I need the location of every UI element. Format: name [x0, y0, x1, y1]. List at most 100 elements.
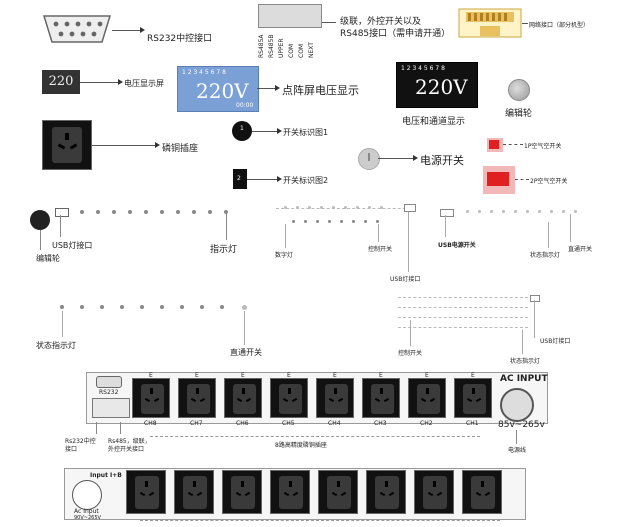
rear-terminal: [92, 398, 130, 418]
usb-light-port3-label: USB灯接口: [540, 338, 571, 345]
channel-lcd: 1 2 3 4 5 6 7 8 220V: [396, 62, 478, 108]
bottom-ac-connector: [72, 480, 102, 510]
control-switch2-label: 控制开关: [398, 350, 423, 357]
encoder-wheel-icon: [508, 79, 530, 101]
switch-icon1-label: 开关标识图1: [283, 128, 329, 137]
rear-outlet: [454, 378, 492, 418]
terminal-block: [258, 4, 322, 28]
small-voltage-lcd: 220: [42, 70, 80, 94]
earth-mark: E: [425, 372, 429, 379]
earth-mark: E: [241, 372, 245, 379]
terminal-pin: RS485A: [258, 34, 265, 58]
encoder-wheel-label: 编辑轮: [505, 109, 533, 119]
channel-label: CH4: [328, 420, 341, 427]
eight-channel-label: 8路高精度磷铜插座: [275, 442, 327, 449]
strip5-dots: [398, 295, 528, 335]
bottom-outlet: [222, 470, 262, 514]
rs232-ctrl-label: Rs232中控: [65, 438, 96, 445]
switch-icon-2: 2: [233, 169, 247, 189]
voltage-display-label: 电压显示屏: [124, 79, 164, 88]
usb-port-box: [55, 208, 69, 217]
strip3-dots: [466, 210, 586, 214]
channel-label: CH1: [466, 420, 479, 427]
ac-input-connector: [500, 388, 534, 422]
bottom-outlet: [366, 470, 406, 514]
rear-outlet: [270, 378, 308, 418]
rs485-label-line1: Rs485，级联，: [108, 438, 151, 445]
terminal-pin: NEXT: [308, 42, 315, 58]
network-port-label: 网络接口（部分机型）: [529, 22, 590, 29]
rs485-label-line2: 外控开关接口: [108, 446, 145, 453]
switch-icon2-label: 开关标识图2: [283, 176, 329, 185]
ac-range-label: 85v~265v: [498, 420, 545, 430]
ac-input-label: AC INPUT: [500, 374, 548, 384]
usb-port-box2: [404, 204, 416, 212]
rs232-tag: RS232: [99, 389, 119, 396]
earth-mark: E: [287, 372, 291, 379]
status-indicator-label: 状态指示灯: [530, 252, 561, 259]
direct-switch2-label: 直通开关: [230, 348, 262, 357]
strip1-dots: [80, 210, 240, 216]
dot-matrix-value: 220V: [196, 79, 249, 103]
power-switch-label: 电源开关: [420, 154, 464, 167]
channel-label: CH3: [374, 420, 387, 427]
db9-connector-icon: [42, 14, 112, 44]
earth-mark: E: [379, 372, 383, 379]
ac-input-small: Ac Input: [74, 508, 99, 515]
terminal-pin: RS485B: [268, 34, 275, 58]
voltage-channel-label: 电压和通道显示: [402, 117, 466, 127]
cascade-label-line1: 级联，外控开关以及: [340, 17, 422, 27]
rs232-ctrl-label2: 接口: [65, 446, 78, 453]
terminal-pin: UPPER: [278, 38, 285, 58]
bottom-outlet: [318, 470, 358, 514]
cascade-label-line2: RS485接口（需申请开通）: [340, 29, 451, 39]
ac-input-small2: 90V~265V: [74, 515, 101, 521]
channel-lcd-value: 220V: [415, 75, 468, 99]
strip4-dots: [60, 305, 250, 311]
lcd-sub: 00:00: [236, 102, 254, 109]
usb-port-box3: [440, 209, 454, 217]
strip2-dots-top: [284, 206, 404, 210]
rs232-port-label: RS232中控接口: [147, 34, 213, 44]
channel-label: CH6: [236, 420, 249, 427]
switch-icon-1: 1: [232, 121, 252, 141]
earth-mark: E: [195, 372, 199, 379]
strip2-dots: [292, 220, 402, 224]
network-port-icon: [458, 8, 522, 38]
usb-port-box4: [530, 295, 540, 302]
usb-power-switch-label: USB电源开关: [438, 242, 476, 249]
socket-label: 磷铜插座: [162, 144, 199, 154]
terminal-pin: COM: [288, 43, 295, 58]
status-indicator2-label: 状态指示灯: [36, 341, 76, 350]
dot-matrix-lcd: 1 2 3 4 5 6 7 8 220V 00:00: [177, 66, 259, 112]
breaker-1p-label: 1P空气空开关: [524, 143, 562, 150]
bottom-outlet: [126, 470, 166, 514]
earth-mark: E: [333, 372, 337, 379]
power-switch-icon: [358, 148, 380, 170]
dot-matrix-label: 点阵屏电压显示: [282, 84, 359, 97]
rs232-port-rear: [96, 376, 122, 388]
control-switch-label: 控制开关: [368, 246, 393, 253]
socket-icon: [42, 120, 92, 170]
bottom-outlet: [174, 470, 214, 514]
channel-label: CH2: [420, 420, 433, 427]
breaker-1p-icon: [487, 138, 503, 152]
rear-outlet: [132, 378, 170, 418]
channel-label: CH7: [190, 420, 203, 427]
bottom-outlet: [270, 470, 310, 514]
rear-outlet: [316, 378, 354, 418]
switch-2-mark: 2: [237, 175, 241, 182]
usb-light-port2-label: USB灯接口: [390, 276, 421, 283]
rear-outlet: [362, 378, 400, 418]
lcd-scale: 1 2 3 4 5 6 7 8: [182, 69, 226, 76]
power-cord-label: 电源线: [508, 447, 527, 454]
direct-switch-label: 直通开关: [568, 246, 593, 253]
small-lcd-value: 220: [48, 74, 74, 89]
switch-1-mark: 1: [240, 125, 244, 132]
rear-outlet: [408, 378, 446, 418]
usb-light-port-label: USB灯接口: [52, 241, 93, 250]
earth-mark: E: [471, 372, 475, 379]
status-indicator3-label: 状态指示灯: [510, 358, 541, 365]
rear-outlet: [178, 378, 216, 418]
channel-label: CH8: [144, 420, 157, 427]
